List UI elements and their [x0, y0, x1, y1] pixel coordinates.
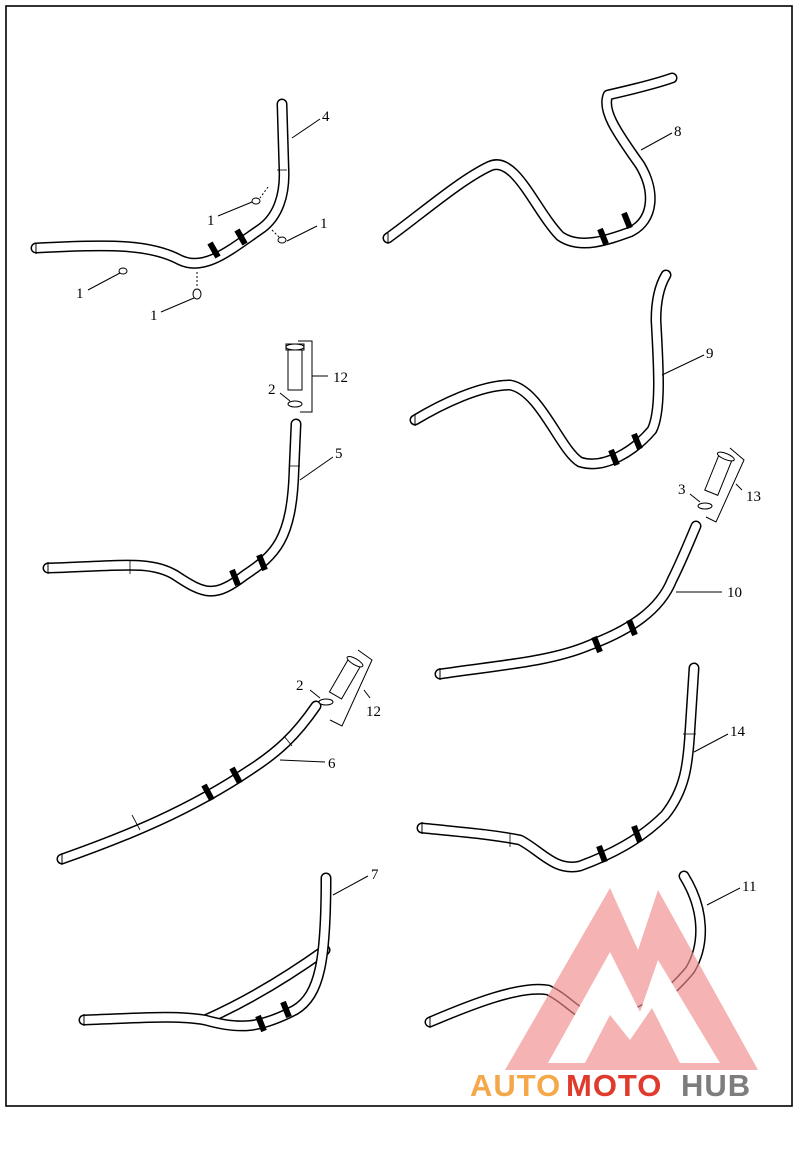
- handlebar-9: [415, 275, 666, 465]
- callout-1-left: 1: [76, 286, 84, 302]
- callout-6: 6: [328, 756, 336, 772]
- watermark-hub: HUB: [681, 1068, 751, 1103]
- callout-12-lower: 12: [366, 704, 381, 720]
- handlebar-4: [36, 104, 287, 263]
- handlebar-10: [440, 526, 696, 680]
- callout-14: 14: [730, 724, 746, 740]
- fitting-1-parts: [118, 186, 287, 300]
- diagram-frame: [5, 5, 793, 1107]
- handlebar-8: [388, 78, 672, 244]
- insert-12-upper: [279, 340, 328, 413]
- insert-13: [689, 447, 745, 523]
- leader-11: [706, 887, 741, 906]
- callout-1-upper: 1: [207, 213, 215, 229]
- callout-2-upper: 2: [268, 382, 276, 398]
- watermark-auto: AUTO: [470, 1068, 561, 1103]
- callout-7: 7: [371, 867, 379, 883]
- callout-1-right: 1: [320, 216, 328, 232]
- leader-6: [279, 759, 326, 763]
- callout-9: 9: [706, 346, 714, 362]
- callout-8: 8: [674, 124, 682, 140]
- callout-10: 10: [727, 585, 742, 601]
- leaders-item-4: [87, 118, 321, 313]
- callout-2-lower: 2: [296, 678, 304, 694]
- callout-12-upper: 12: [333, 370, 348, 386]
- insert-12-lower: [309, 649, 373, 727]
- handlebar-14: [422, 668, 696, 867]
- handlebar-7: [84, 878, 326, 1033]
- callout-1-bottom: 1: [150, 308, 158, 324]
- watermark-logo: AUTO MOTO HUB: [470, 888, 758, 1103]
- leader-7: [332, 875, 369, 896]
- leader-5: [299, 456, 334, 481]
- leader-14: [693, 733, 729, 753]
- leader-8: [640, 132, 673, 151]
- handlebar-5: [48, 424, 300, 591]
- callout-11: 11: [742, 879, 756, 895]
- leader-9: [661, 354, 705, 376]
- callout-3: 3: [678, 482, 686, 498]
- handlebar-6: [62, 706, 316, 865]
- callout-13: 13: [746, 489, 761, 505]
- callout-4: 4: [322, 109, 330, 125]
- watermark-moto: MOTO: [566, 1068, 662, 1103]
- callout-5: 5: [335, 446, 343, 462]
